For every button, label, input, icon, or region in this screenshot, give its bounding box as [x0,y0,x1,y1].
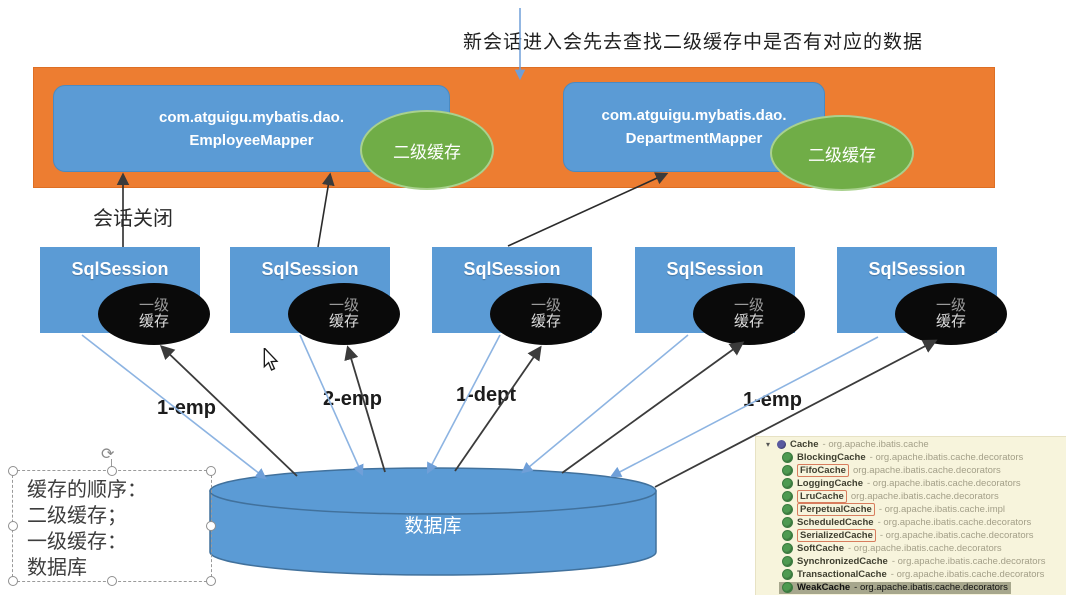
class-name: ScheduledCache [797,517,874,528]
class-icon [782,452,793,463]
db-to-cache4-arrow [561,341,745,474]
package-name: - org.apache.ibatis.cache [822,439,929,450]
second-level-cache-label: 二级缓存 [393,142,461,162]
cache-class-row[interactable]: ScheduledCache- org.apache.ibatis.cache.… [756,516,1066,529]
cache-class-row[interactable]: WeakCache- org.apache.ibatis.cache.decor… [756,581,1066,594]
class-icon [782,530,793,541]
package-name: org.apache.ibatis.cache.decorators [850,491,999,502]
first-level-cache-ellipse[interactable]: 一级 缓存 [288,283,400,345]
first-level-cache-ellipse[interactable]: 一级 缓存 [98,283,210,345]
sqlsession-box-4[interactable]: SqlSession 一级 缓存 [635,247,805,345]
session4-to-db-arrow [521,334,689,474]
class-name: LruCache [797,490,847,503]
package-name: - org.apache.ibatis.cache.decorators [877,517,1032,528]
cache-order-note-box[interactable]: 缓存的顺序： 二级缓存； 一级缓存： 数据库 ⟳ [8,446,216,586]
cache-class-row[interactable]: PerpetualCache- org.apache.ibatis.cache.… [756,503,1066,516]
rotate-handle-icon[interactable]: ⟳ [101,446,115,463]
package-name: - org.apache.ibatis.cache.decorators [869,452,1024,463]
note-line: 二级缓存； [27,505,127,527]
cache-class-row[interactable]: SoftCache- org.apache.ibatis.cache.decor… [756,542,1066,555]
mapper-package: com.atguigu.mybatis.dao. [158,108,345,126]
sqlsession-label: SqlSession [71,259,169,279]
package-name: - org.apache.ibatis.cache.decorators [879,530,1034,541]
mapper-name: EmployeeMapper [189,131,314,149]
sqlsession-label: SqlSession [868,259,966,279]
second-level-cache-ellipse[interactable]: 二级缓存 [360,110,494,190]
cache-class-row[interactable]: SynchronizedCache- org.apache.ibatis.cac… [756,555,1066,568]
class-icon [782,569,793,580]
resize-handle-tl[interactable] [8,466,18,476]
package-name: - org.apache.ibatis.cache.decorators [890,569,1045,580]
flow-label: 2-emp [323,388,382,410]
class-icon [782,556,793,567]
package-name: - org.apache.ibatis.cache.decorators [866,478,1021,489]
package-name: - org.apache.ibatis.cache.decorators [847,543,1002,554]
mapper-package: com.atguigu.mybatis.dao. [601,107,787,124]
package-name: - org.apache.ibatis.cache.decorators [854,582,1008,593]
session-closed-label: 会话关闭 [93,208,173,230]
class-name: SerializedCache [797,529,876,542]
flow-label: 1-dept [456,384,516,406]
cache-class-row[interactable]: TransactionalCache- org.apache.ibatis.ca… [756,568,1066,581]
mouse-cursor-icon [263,348,279,371]
db-to-cache3-arrow [454,345,542,472]
top-annotation: 新会话进入会先去查找二级缓存中是否有对应的数据 [463,32,924,53]
resize-handle-br[interactable] [206,576,216,586]
class-name: WeakCache [797,582,851,593]
class-icon [782,517,793,528]
class-icon [782,504,793,515]
class-name: LoggingCache [797,478,863,489]
second-level-cache-label: 二级缓存 [808,145,876,165]
class-icon [782,478,793,489]
note-line: 一级缓存： [27,531,127,553]
resize-handle-bm[interactable] [107,576,117,586]
sqlsession-box-1[interactable]: SqlSession 一级 缓存 [40,247,210,345]
class-icon [782,465,793,476]
class-name: BlockingCache [797,452,866,463]
flow-label: 1-emp [157,397,216,419]
sqlsession-label: SqlSession [666,259,764,279]
class-name: PerpetualCache [797,503,875,516]
cache-class-row[interactable]: LoggingCache- org.apache.ibatis.cache.de… [756,477,1066,490]
sqlsession-box-2[interactable]: SqlSession 一级 缓存 [230,247,400,345]
package-name: - org.apache.ibatis.cache.decorators [891,556,1046,567]
tree-expander-icon[interactable] [766,438,774,451]
interface-icon [777,440,786,449]
first-level-cache-ellipse[interactable]: 一级 缓存 [693,283,805,345]
second-level-cache-ellipse[interactable]: 二级缓存 [770,115,914,191]
resize-handle-mr[interactable] [206,521,216,531]
flow-label: 1-emp [743,389,802,411]
class-icon [782,543,793,554]
sqlsession-box-5[interactable]: SqlSession 一级 缓存 [837,247,1007,345]
sqlsession-label: SqlSession [463,259,561,279]
mapper-name: DepartmentMapper [625,130,763,147]
note-line: 数据库 [27,557,87,579]
package-name: - org.apache.ibatis.cache.impl [878,504,1006,515]
class-name: FifoCache [797,464,849,477]
sqlsession-box-3[interactable]: SqlSession 一级 缓存 [432,247,602,345]
class-icon [782,582,793,593]
resize-handle-tr[interactable] [206,466,216,476]
class-name: SoftCache [797,543,844,554]
resize-handle-tm[interactable] [107,466,117,476]
resize-handle-ml[interactable] [8,521,18,531]
first-level-cache-ellipse[interactable]: 一级 缓存 [895,283,1007,345]
first-level-cache-ellipse[interactable]: 一级 缓存 [490,283,602,345]
cache-class-row[interactable]: BlockingCache- org.apache.ibatis.cache.d… [756,451,1066,464]
sqlsession-label: SqlSession [261,259,359,279]
class-icon [782,491,793,502]
database-label: 数据库 [404,516,462,537]
cache-class-row[interactable]: SerializedCache- org.apache.ibatis.cache… [756,529,1066,542]
package-name: org.apache.ibatis.cache.decorators [852,465,1001,476]
class-name: SynchronizedCache [797,556,888,567]
class-name: Cache [790,439,819,450]
employee-mapper-box[interactable]: com.atguigu.mybatis.dao. EmployeeMapper [53,85,450,172]
cache-class-list: Cache- org.apache.ibatis.cacheBlockingCa… [755,436,1066,595]
note-line: 缓存的顺序： [27,479,147,501]
class-name: TransactionalCache [797,569,887,580]
resize-handle-bl[interactable] [8,576,18,586]
cache-class-row[interactable]: Cache- org.apache.ibatis.cache [756,438,1066,451]
